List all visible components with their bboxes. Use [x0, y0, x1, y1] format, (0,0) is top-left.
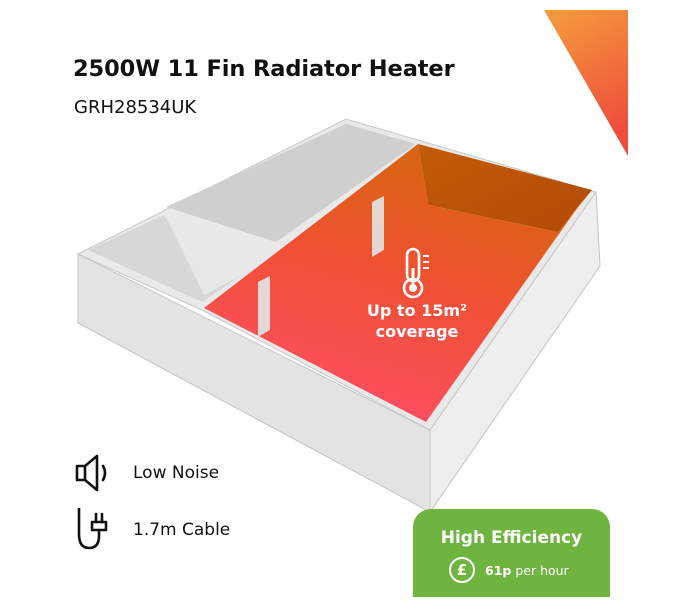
- efficiency-price: 61p: [485, 562, 512, 578]
- feature-low-noise: Low Noise: [73, 451, 219, 495]
- room-wall-right: [429, 190, 601, 514]
- product-card: 2500W 11 Fin Radiator Heater GRH28534UK: [44, 10, 628, 600]
- feature-cable: 1.7m Cable: [73, 508, 230, 552]
- partition-wall-2: [372, 196, 384, 257]
- partition-wall-1: [258, 276, 270, 337]
- speaker-icon: [75, 454, 107, 492]
- feature-label: Low Noise: [133, 463, 220, 483]
- pound-icon: £: [449, 557, 475, 583]
- room-back-floor: [166, 124, 416, 242]
- coverage-line-1: Up to 15m²: [366, 301, 468, 320]
- coverage-label: Up to 15m² coverage: [362, 300, 472, 342]
- efficiency-title: High Efficiency: [440, 528, 583, 548]
- corner-accent: [544, 10, 628, 156]
- thermometer-icon: [402, 247, 429, 299]
- plug-cable-icon: [77, 508, 108, 550]
- efficiency-rate-row: £ 61p per hour: [449, 557, 569, 583]
- efficiency-rate: 61p per hour: [485, 563, 569, 578]
- product-model-number: GRH28534UK: [74, 97, 197, 118]
- heated-room-back-wall: [418, 144, 592, 232]
- feature-label: 1.7m Cable: [133, 520, 231, 540]
- efficiency-unit: per hour: [515, 562, 569, 578]
- room-left-wall: [164, 215, 276, 295]
- coverage-line-2: coverage: [375, 322, 459, 341]
- room-illustration: [76, 118, 601, 514]
- efficiency-badge: High Efficiency £ 61p per hour: [413, 509, 610, 597]
- heated-room-floor: [204, 144, 590, 422]
- product-title: 2500W 11 Fin Radiator Heater: [73, 56, 455, 82]
